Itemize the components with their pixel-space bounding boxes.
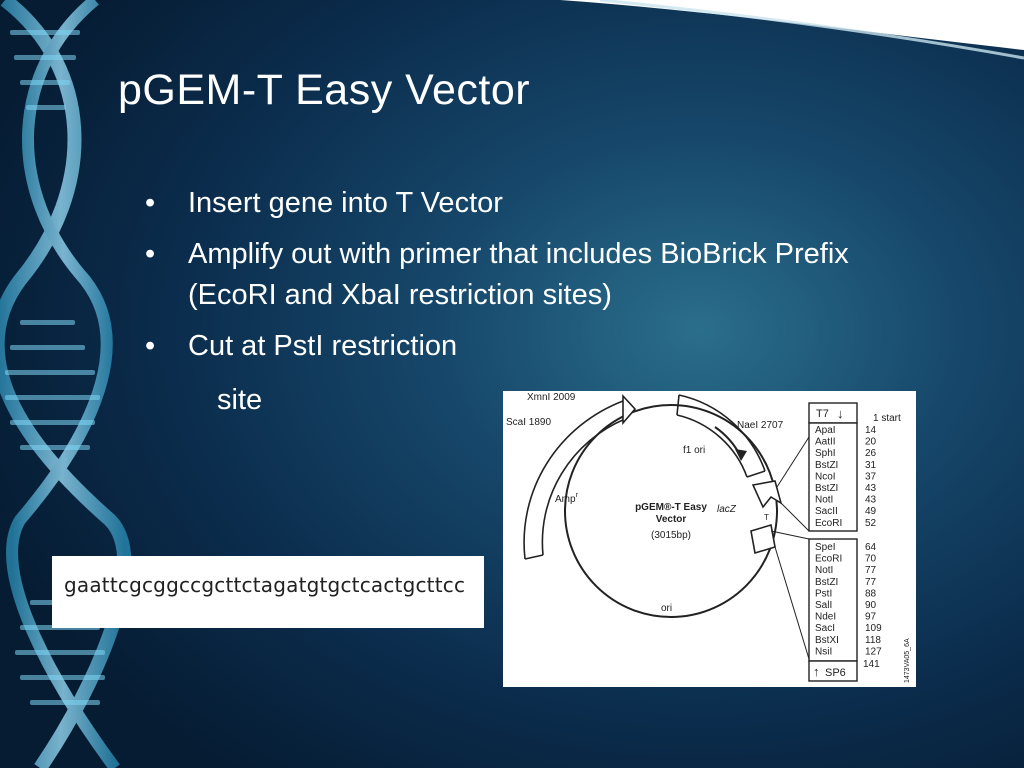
enzyme-position: 77: [865, 577, 877, 588]
enzyme-name: PstI: [815, 588, 832, 599]
enzyme-position: 20: [865, 437, 877, 448]
bullet-text: Cut at PstI restriction: [188, 330, 458, 362]
enzyme-name: SpeI: [815, 542, 836, 553]
enzyme-position: 109: [865, 623, 882, 634]
enzyme-name: BstZI: [815, 483, 838, 494]
vector-name-line1: pGEM®-T Easy: [635, 502, 707, 513]
amp-gene-outer: [523, 400, 624, 560]
enzyme-name: BstZI: [815, 460, 838, 471]
xmni-site-label: XmnI 2009: [527, 392, 576, 403]
lacz-lower-block: [750, 523, 776, 555]
wave-decoration: [560, 0, 1024, 60]
bullet-continuation: site: [217, 384, 263, 416]
amp-gene-arrow: [622, 393, 637, 426]
amp-label: Ampr: [555, 492, 579, 505]
catalog-number: 1473VA05_6A: [904, 638, 911, 683]
enzyme-name: NotI: [815, 565, 833, 576]
naei-site-label: NaeI 2707: [737, 420, 784, 431]
enzyme-position: 43: [865, 495, 877, 506]
t7-start-label: 1 start: [873, 413, 901, 424]
scai-site-label: ScaI 1890: [506, 417, 551, 428]
sp6-end-label: 141: [863, 659, 880, 670]
f1-ori-label: f1 ori: [683, 445, 705, 456]
bullet-item: • Amplify out with primer that includes …: [145, 234, 945, 316]
enzyme-position: 97: [865, 612, 877, 623]
enzyme-name: SalI: [815, 600, 832, 611]
enzyme-name: EcoRI: [815, 554, 842, 565]
amp-gene-inner: [541, 418, 626, 556]
enzyme-position: 88: [865, 588, 877, 599]
enzyme-position: 37: [865, 471, 877, 482]
bullet-list: • Insert gene into T Vector • Amplify ou…: [145, 183, 945, 377]
f1-ori-inner: [676, 414, 748, 478]
enzyme-name: SacI: [815, 623, 835, 634]
enzyme-name: AatII: [815, 437, 836, 448]
enzyme-name: ApaI: [815, 425, 836, 436]
enzyme-position: 127: [865, 646, 882, 657]
lacz-upper-block: [751, 480, 783, 509]
bullet-marker: •: [145, 187, 156, 219]
enzyme-name: NdeI: [815, 612, 836, 623]
enzyme-name: SacII: [815, 506, 838, 517]
enzyme-position: 43: [865, 483, 877, 494]
enzyme-position: 52: [865, 518, 877, 529]
enzyme-position: 90: [865, 600, 877, 611]
enzyme-position: 14: [865, 425, 877, 436]
lower-sites-table: [808, 538, 858, 662]
f1-ori-outer: [678, 394, 766, 472]
dna-sequence: gaattcgcggccgcttctagatgtgctcactgcttcc: [64, 573, 466, 597]
enzyme-position: 49: [865, 506, 877, 517]
enzyme-position: 70: [865, 554, 877, 565]
t-overhang-label: T: [764, 513, 769, 522]
enzyme-position: 77: [865, 565, 877, 576]
enzyme-name: NcoI: [815, 471, 836, 482]
enzyme-position: 26: [865, 448, 877, 459]
sp6-arrow-icon: ↑: [813, 664, 820, 679]
vector-size-label: (3015bp): [651, 530, 691, 541]
t7-arrow-icon: ↓: [837, 406, 844, 421]
bullet-item: • Cut at PstI restriction: [145, 326, 945, 367]
vector-name-line2: Vector: [656, 514, 687, 525]
t7-label: T7: [816, 408, 829, 420]
dna-helix-decoration: [0, 0, 132, 768]
bullet-text: Insert gene into T Vector: [188, 187, 503, 219]
enzyme-position: 31: [865, 460, 877, 471]
bullet-marker: •: [145, 330, 156, 362]
bullet-marker: •: [145, 238, 156, 270]
enzyme-name: SphI: [815, 448, 836, 459]
slide-title: pGEM-T Easy Vector: [118, 66, 531, 114]
ori-label: ori: [661, 603, 672, 614]
sp6-promoter-box: [808, 660, 858, 682]
enzyme-name: NsiI: [815, 646, 832, 657]
enzyme-name: EcoRI: [815, 518, 842, 529]
upper-sites-table: [808, 422, 858, 532]
enzyme-position: 118: [865, 635, 881, 646]
bullet-item: • Insert gene into T Vector: [145, 183, 945, 224]
enzyme-name: BstZI: [815, 577, 838, 588]
sequence-image: gaattcgcggccgcttctagatgtgctcactgcttcc: [52, 556, 484, 628]
plasmid-circle: [564, 404, 778, 618]
lacz-label: lacZ: [717, 504, 737, 515]
enzyme-name: BstXI: [815, 635, 839, 646]
bullet-text: Amplify out with primer that includes Bi…: [188, 238, 849, 311]
enzyme-name: NotI: [815, 495, 833, 506]
sp6-label: SP6: [825, 667, 846, 679]
enzyme-position: 64: [865, 542, 877, 553]
